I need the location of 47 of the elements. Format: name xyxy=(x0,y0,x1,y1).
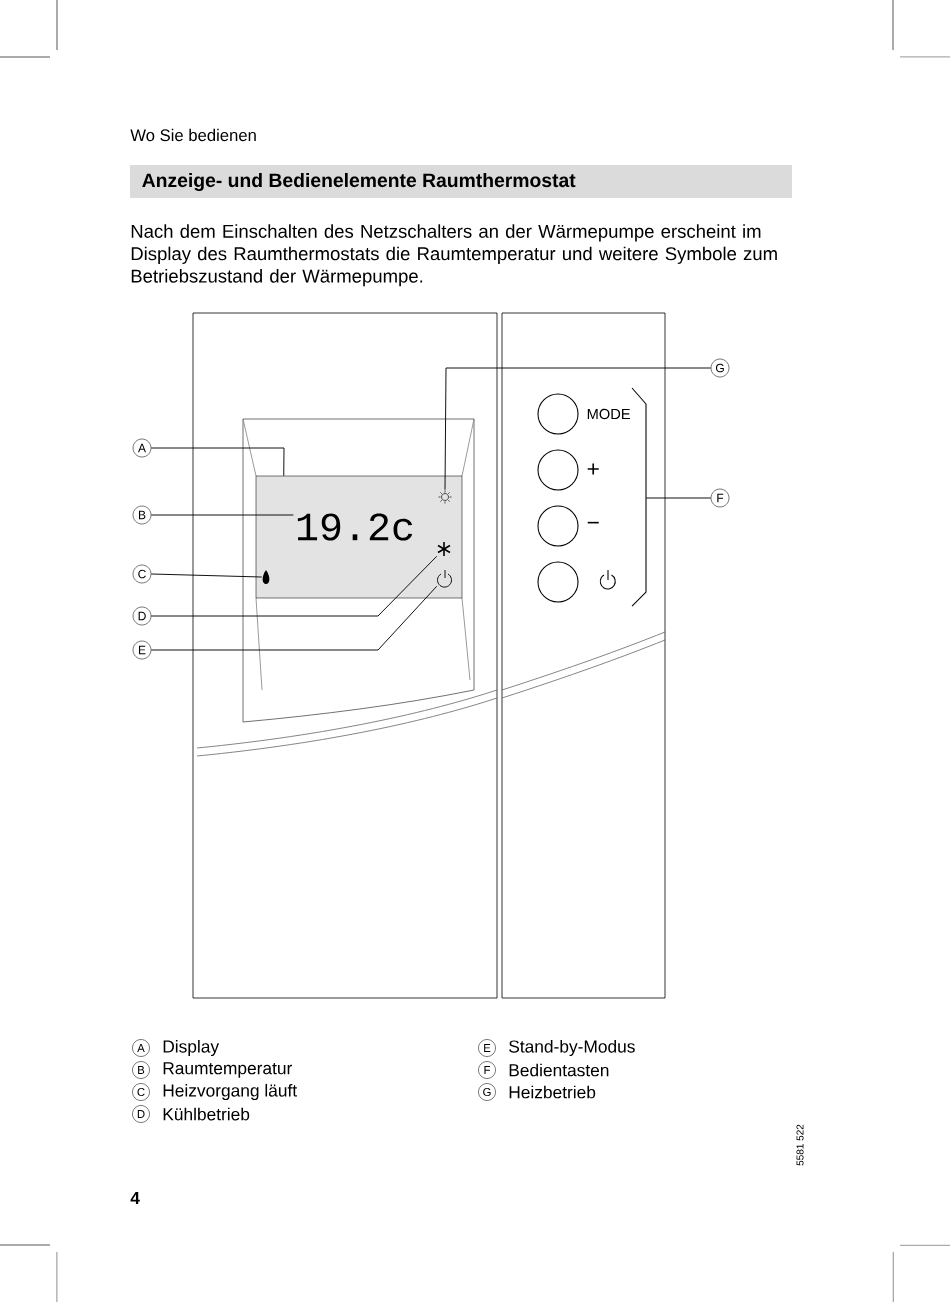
flame-icon xyxy=(262,570,270,584)
key-text: Kühlbetrieb xyxy=(163,1107,250,1121)
power-icon xyxy=(437,569,452,588)
callout-letter: B xyxy=(132,1061,150,1079)
leader-line xyxy=(150,573,263,578)
button-label: MODE xyxy=(587,408,630,420)
sun-icon xyxy=(438,490,452,504)
key-text: Bedientasten xyxy=(509,1063,609,1077)
document-number: 5581 522 xyxy=(796,1124,804,1166)
running-header: Wo Sie bedienen xyxy=(130,128,256,142)
callout-letter: G xyxy=(478,1083,496,1101)
button-label: − xyxy=(587,521,599,524)
leader-line xyxy=(150,447,285,477)
control-button xyxy=(537,505,579,547)
key-text: Heizvorgang läuft xyxy=(163,1083,297,1101)
display-screen xyxy=(255,475,463,599)
temperature-readout: 19.2c xyxy=(297,513,413,541)
key-text: Display xyxy=(163,1039,220,1057)
callout-letter: C xyxy=(132,1083,150,1101)
leader-line xyxy=(444,367,712,491)
key-text: Heizbetrieb xyxy=(509,1085,596,1099)
control-button xyxy=(537,561,579,603)
key-text: Raumtemperatur xyxy=(163,1062,292,1078)
section-heading: Anzeige- und Bedienelemente Raumthermostat xyxy=(130,165,792,198)
callout-letter: B xyxy=(132,505,152,525)
callout-letter: E xyxy=(478,1039,496,1057)
callout-letter: D xyxy=(132,1105,150,1123)
callout-letter: F xyxy=(478,1061,496,1079)
leader-line xyxy=(150,514,294,516)
leader-line xyxy=(645,497,712,499)
callout-letter: G xyxy=(710,358,730,378)
callout-letter: A xyxy=(132,438,152,458)
bracket xyxy=(631,387,647,607)
callout-letter: F xyxy=(710,488,730,508)
paragraph: Nach dem Einschalten des Netzschalters an der Wärmepumpe erscheint im Display des Raumthermostats die Raumtemperatur und weitere Symbole zum Betriebszustand der Wärmepumpe. xyxy=(131,224,777,287)
leader-line xyxy=(150,555,438,617)
leader-line xyxy=(150,585,438,651)
callout-letter: A xyxy=(132,1039,150,1057)
callout-letter: E xyxy=(132,640,152,660)
key-text: Stand-by-Modus xyxy=(509,1039,635,1057)
page-number: 4 xyxy=(130,1192,140,1204)
control-button xyxy=(537,393,579,435)
callout-letter: C xyxy=(132,564,152,584)
callout-letter: D xyxy=(132,606,152,626)
snowflake-icon xyxy=(437,541,451,557)
button-label: + xyxy=(587,463,599,475)
control-button xyxy=(537,449,579,491)
